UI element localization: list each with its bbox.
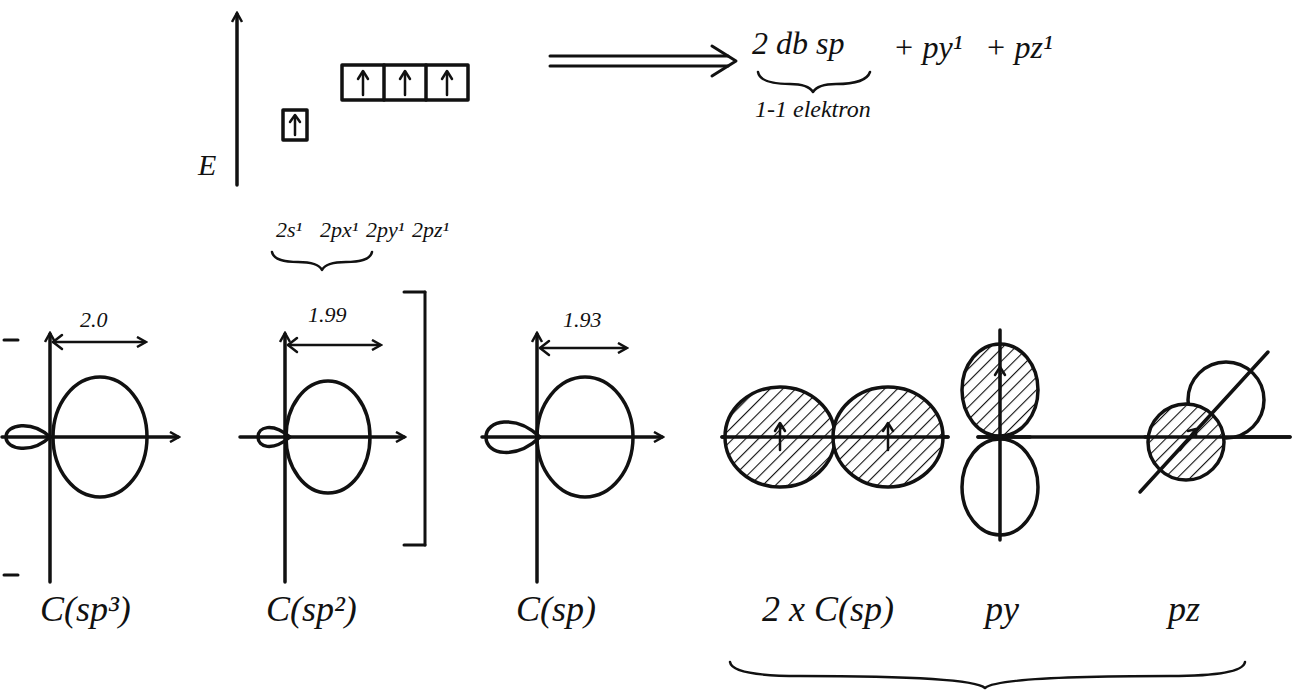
dimension: 1.99	[308, 303, 347, 327]
axis-label: E	[198, 148, 216, 181]
orbital-label: 2py¹	[366, 218, 404, 242]
py-orbital	[962, 330, 1290, 540]
hybrid-label: 2 db sp	[752, 26, 844, 61]
sp-pair-orbitals	[722, 387, 948, 487]
note: 1-1 elektron	[755, 96, 871, 122]
orbital-label: + py¹	[893, 30, 962, 65]
orbital-caption: C(sp)	[516, 590, 596, 630]
pz-orbital	[1140, 352, 1290, 492]
orbital-caption: 2 x C(sp)	[762, 590, 894, 630]
brace	[730, 662, 1245, 688]
orbital-boxes	[283, 65, 468, 140]
orbital-label: 2px¹	[320, 218, 358, 242]
sp-orbital	[482, 334, 662, 582]
sp3-orbital	[2, 334, 178, 582]
orbital-label: + pz¹	[985, 30, 1053, 65]
energy-axis	[235, 14, 239, 185]
bracket	[4, 292, 425, 575]
sp2-orbital	[240, 334, 404, 582]
orbital-label: 2s¹	[276, 218, 302, 242]
orbital-caption: pz	[1168, 590, 1200, 630]
brace	[758, 72, 870, 92]
double-arrow	[550, 46, 736, 76]
dimension: 2.0	[80, 308, 108, 332]
orbital-caption: C(sp²)	[266, 590, 357, 630]
brace	[272, 252, 372, 270]
orbital-caption: C(sp³)	[40, 590, 131, 630]
dimension: 1.93	[563, 308, 602, 332]
orbital-caption: py	[985, 590, 1019, 630]
orbital-label: 2pz¹	[412, 218, 449, 242]
